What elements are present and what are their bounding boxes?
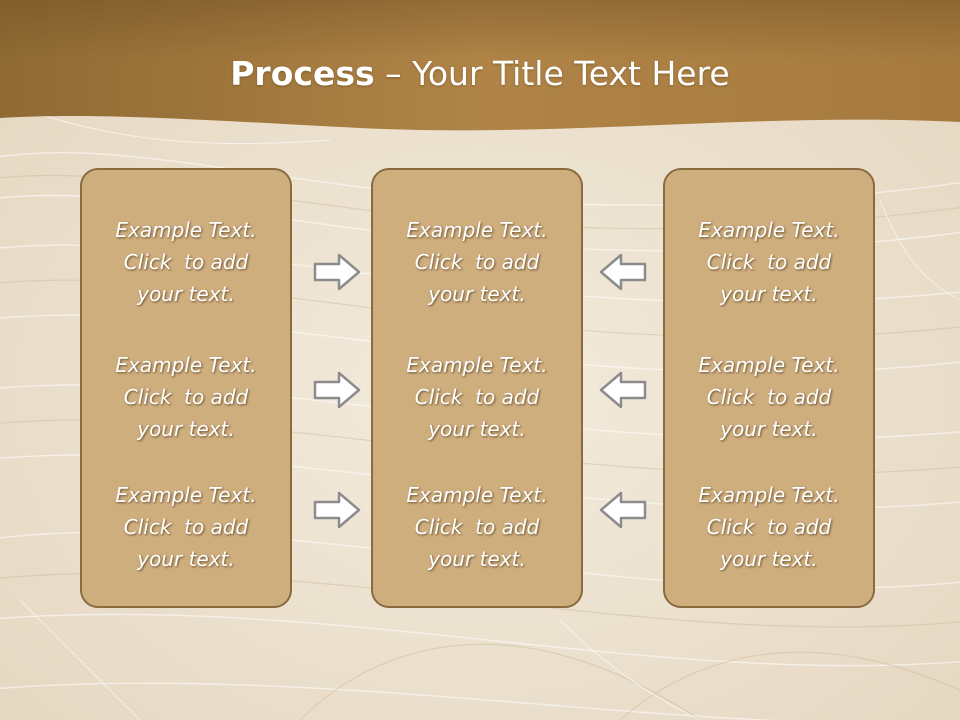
text-block[interactable]: Example Text. Click to add your text. — [665, 479, 873, 575]
text-line: Example Text. — [406, 353, 548, 377]
title-rest: – Your Title Text Here — [374, 54, 730, 93]
text-line: your text. — [428, 282, 526, 306]
text-block[interactable]: Example Text. Click to add your text. — [373, 349, 581, 445]
text-block[interactable]: Example Text. Click to add your text. — [82, 349, 290, 445]
text-line: Example Text. — [698, 483, 840, 507]
right-arrow-icon — [313, 371, 361, 409]
slide-title[interactable]: Process – Your Title Text Here — [0, 52, 960, 96]
text-line: Example Text. — [406, 218, 548, 242]
right-arrow-icon — [313, 491, 361, 529]
text-block[interactable]: Example Text. Click to add your text. — [82, 214, 290, 310]
text-line: your text. — [137, 547, 235, 571]
text-line: Example Text. — [115, 218, 257, 242]
right-arrow-icon — [313, 253, 361, 291]
middle-panel[interactable]: Example Text. Click to add your text. Ex… — [371, 168, 583, 608]
text-line: your text. — [720, 417, 818, 441]
text-line: Click to add — [414, 515, 540, 539]
text-line: Click to add — [123, 385, 249, 409]
text-block[interactable]: Example Text. Click to add your text. — [82, 479, 290, 575]
text-block[interactable]: Example Text. Click to add your text. — [373, 214, 581, 310]
text-line: Example Text. — [406, 483, 548, 507]
text-line: your text. — [137, 417, 235, 441]
text-line: Example Text. — [698, 353, 840, 377]
left-arrow-icon — [599, 253, 647, 291]
text-line: Click to add — [123, 250, 249, 274]
text-line: Click to add — [706, 515, 832, 539]
text-line: Example Text. — [115, 483, 257, 507]
text-line: Click to add — [706, 385, 832, 409]
text-line: Example Text. — [698, 218, 840, 242]
text-line: your text. — [720, 547, 818, 571]
left-arrow-icon — [599, 491, 647, 529]
left-panel[interactable]: Example Text. Click to add your text. Ex… — [80, 168, 292, 608]
text-line: Click to add — [706, 250, 832, 274]
text-line: Click to add — [414, 385, 540, 409]
right-panel[interactable]: Example Text. Click to add your text. Ex… — [663, 168, 875, 608]
text-block[interactable]: Example Text. Click to add your text. — [665, 214, 873, 310]
text-line: Click to add — [414, 250, 540, 274]
text-block[interactable]: Example Text. Click to add your text. — [373, 479, 581, 575]
text-line: your text. — [428, 547, 526, 571]
title-bold-word: Process — [230, 54, 375, 93]
text-line: your text. — [137, 282, 235, 306]
text-block[interactable]: Example Text. Click to add your text. — [665, 349, 873, 445]
text-line: your text. — [428, 417, 526, 441]
text-line: Example Text. — [115, 353, 257, 377]
left-arrow-icon — [599, 371, 647, 409]
text-line: Click to add — [123, 515, 249, 539]
text-line: your text. — [720, 282, 818, 306]
